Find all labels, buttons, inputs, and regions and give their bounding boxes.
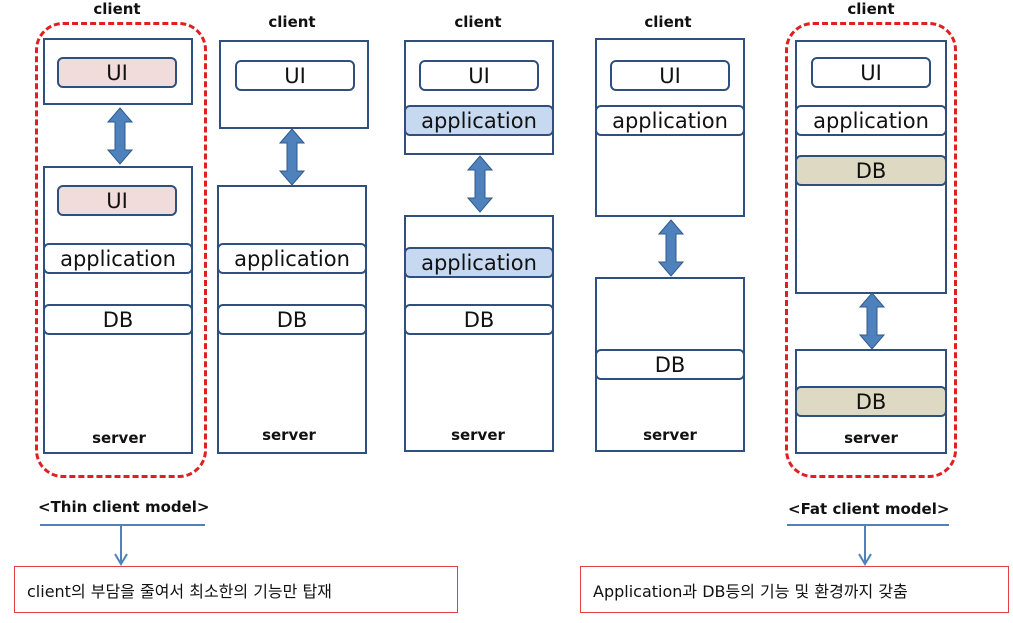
application-block-client-5: application (795, 105, 947, 136)
server-label-4: server (643, 426, 697, 444)
ui-block-client-1: UI (57, 57, 177, 88)
connection-arrow-1 (106, 107, 134, 165)
thin-client-highlight (35, 22, 207, 478)
application-block-client-3: application (404, 105, 554, 136)
fat-client-down-arrow (858, 526, 872, 566)
db-block-server-1: DB (43, 304, 193, 335)
application-block-client-4: application (595, 105, 745, 136)
ui-block-server-1: UI (57, 185, 177, 216)
client-label-5: client (847, 0, 895, 18)
connection-arrow-3 (466, 155, 494, 213)
client-label-1: client (93, 0, 141, 18)
db-block-client-5: DB (795, 155, 947, 186)
ui-block-client-3: UI (419, 60, 539, 91)
connection-arrow-5 (858, 292, 886, 350)
thin-client-underline (40, 524, 205, 526)
fat-client-underline (787, 524, 949, 526)
ui-block-client-5: UI (811, 57, 931, 88)
thin-client-model-label: <Thin client model> (38, 498, 210, 516)
server-label-1: server (92, 429, 146, 447)
client-label-3: client (454, 13, 502, 31)
client-label-2: client (268, 13, 316, 31)
db-block-server-4: DB (595, 349, 745, 380)
thin-client-down-arrow (114, 526, 128, 566)
application-block-server-2: application (217, 243, 367, 274)
server-label-5: server (844, 429, 898, 447)
thin-client-note: client의 부담을 줄여서 최소한의 기능만 탑재 (14, 566, 458, 613)
server-label-3: server (451, 426, 505, 444)
client-box-3 (404, 40, 554, 155)
connection-arrow-2 (278, 128, 306, 186)
db-block-server-5: DB (795, 386, 947, 417)
fat-client-highlight (785, 22, 957, 478)
fat-client-model-label: <Fat client model> (788, 500, 950, 518)
ui-block-client-4: UI (610, 60, 730, 91)
connection-arrow-4 (657, 219, 685, 277)
db-block-server-3: DB (404, 304, 554, 335)
fat-client-note: Application과 DB등의 기능 및 환경까지 갖춤 (580, 566, 1009, 613)
application-block-server-1: application (43, 243, 193, 274)
ui-block-client-2: UI (235, 60, 355, 91)
client-label-4: client (644, 13, 692, 31)
application-block-server-3: application (404, 247, 554, 278)
server-label-2: server (262, 426, 316, 444)
db-block-server-2: DB (217, 304, 367, 335)
